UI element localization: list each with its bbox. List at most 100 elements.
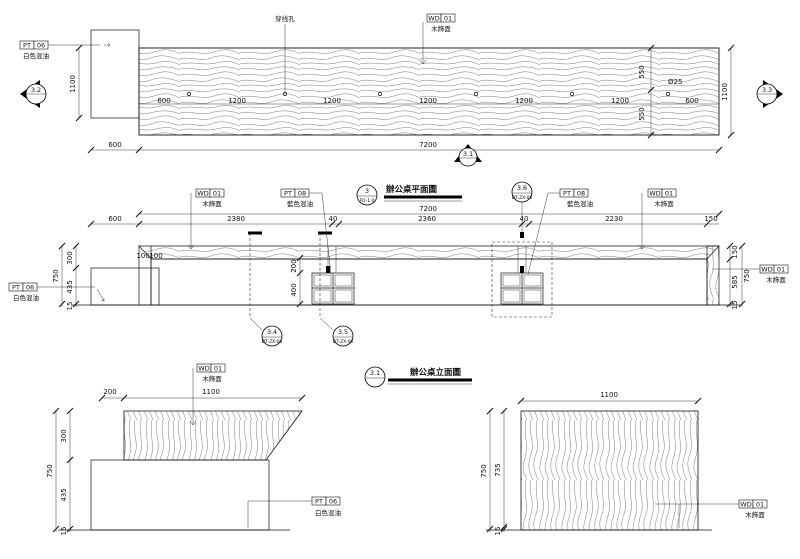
plan-side-dim: 600 — [108, 141, 121, 149]
secr-h735: 735 — [494, 463, 502, 476]
cable-hole — [666, 92, 670, 96]
elev-cabinet-1 — [311, 272, 355, 305]
plan-desk-top — [138, 47, 720, 136]
section-right: 1100 735 15 750 WD 01 木飾面 — [480, 391, 768, 536]
section-marker-3-2: 3.2 — [20, 80, 47, 108]
elev-drawer-dim: 200 — [290, 259, 298, 272]
tag-desc: 木飾面 — [202, 374, 222, 383]
elev-left-dim: 600 — [108, 215, 121, 223]
tag-desc: 木飾面 — [431, 24, 451, 33]
bubble-num: 3.4 — [267, 328, 277, 336]
detail-bubble-3-4: 3.4 DT-ZX-06 — [261, 325, 283, 347]
tag-code: WD — [761, 266, 772, 274]
elev-cabinet-dim: 400 — [290, 283, 298, 296]
secr-w1100: 1100 — [600, 391, 618, 399]
tag-num: 01 — [213, 190, 221, 198]
elev-h-base: 15 — [66, 302, 74, 311]
secl-h435: 435 — [60, 488, 68, 501]
plan-wood-tag: WD 01 木飾面 — [419, 13, 456, 65]
tag-desc: 白色混油 — [13, 293, 39, 302]
secr-panel — [520, 410, 699, 531]
plan-white-tag: PT 06 白色混油 — [19, 40, 100, 60]
tag-num: 01 — [444, 15, 452, 23]
elev-blue-tag-right: PT 08 藍色混油 — [527, 188, 593, 275]
plan-view: 600 1200 1200 1200 1200 1200 600 穿线孔 Ø25… — [19, 13, 783, 206]
tag-num: 01 — [214, 365, 222, 373]
tag-code: WD — [197, 190, 208, 198]
elev-seg-dim: 150 — [704, 215, 717, 223]
elev-seg-dim: 2230 — [605, 215, 623, 223]
plan-seg-dim: 600 — [685, 97, 698, 105]
elev-wood-tag-far-right: WD 01 木飾面 — [712, 264, 789, 284]
tag-desc: 木飾面 — [202, 199, 222, 208]
plan-seg-dim: 1200 — [515, 97, 533, 105]
cable-hole — [187, 92, 191, 96]
tag-num: 01 — [756, 501, 764, 509]
elev-total-dim: 7200 — [419, 205, 437, 213]
tag-code: WD — [740, 501, 751, 509]
plan-half-dim-a: 550 — [638, 65, 646, 78]
tag-num: 06 — [329, 498, 337, 506]
bubble-ref: DT-ZX-06 — [262, 339, 283, 345]
elev-top-band — [138, 245, 720, 260]
plan-total-dim: 7200 — [419, 141, 437, 149]
plan-seg-dim: 1200 — [419, 97, 437, 105]
plan-left-cabinet — [90, 29, 140, 119]
secl-lower-body — [90, 459, 270, 531]
tag-desc: 木飾面 — [745, 510, 765, 519]
tag-desc: 藍色混油 — [567, 199, 593, 208]
section-marker-3-3: 3.3 — [756, 80, 783, 108]
bubble-ref: FD-1.0 — [360, 198, 375, 204]
elev-r-150: 150 — [731, 245, 739, 258]
secl-h750: 750 — [46, 464, 54, 477]
elev-r-585: 585 — [731, 275, 739, 288]
tag-num: 06 — [37, 42, 45, 50]
tag-num: 08 — [577, 190, 585, 198]
tag-num: 06 — [26, 284, 34, 292]
secr-h15: 15 — [494, 527, 502, 536]
detail-bubble-3-6: 3.6 DT-ZX-06 — [511, 181, 533, 203]
tag-desc: 藍色混油 — [287, 199, 313, 208]
elev-small-dim: 100 — [149, 252, 162, 260]
elev-r-750: 750 — [743, 269, 751, 282]
cable-hole — [474, 92, 478, 96]
tag-desc: 白色混油 — [315, 508, 341, 517]
secl-top-slab — [123, 410, 303, 461]
secl-w200: 200 — [103, 388, 116, 396]
elevation-view: 600 7200 2380 40 2360 40 2230 150 100 10… — [8, 181, 789, 388]
secl-wood-tag: WD 01 木飾面 — [189, 363, 226, 426]
plan-half-dim-b: 550 — [638, 107, 646, 120]
hole-diameter: Ø25 — [668, 78, 682, 86]
tag-desc: 木飾面 — [654, 199, 674, 208]
cable-hole-markers — [187, 92, 670, 96]
tag-code: PT — [284, 190, 292, 198]
bubble-num: 3.3 — [762, 86, 772, 94]
secl-white-tag: PT 06 白色混油 — [247, 496, 341, 528]
secl-w1100: 1100 — [202, 388, 220, 396]
tag-code: PT — [12, 284, 20, 292]
plan-seg-dim: 1200 — [323, 97, 341, 105]
elev-wood-tag-left: WD 01 木飾面 — [187, 188, 225, 250]
elev-h-top: 300 — [66, 251, 74, 264]
secl-h300: 300 — [60, 429, 68, 442]
plan-right-depth-dim: 1100 — [721, 83, 729, 101]
tag-num: 08 — [298, 190, 306, 198]
bubble-ref: DT-ZX-06 — [512, 195, 533, 201]
bubble-ref: DT-ZX-06 — [333, 339, 354, 345]
elev-wood-tag-right: WD 01 木飾面 — [638, 188, 677, 250]
elev-body — [150, 258, 708, 306]
elevation-marker-3-1: 3.1 — [454, 144, 482, 167]
elev-blue-tag-left: PT 08 藍色混油 — [280, 188, 332, 275]
bubble-num: 3.1 — [370, 369, 380, 377]
elev-r-15: 15 — [731, 301, 739, 310]
tag-num: 01 — [777, 266, 785, 274]
tag-desc: 白色混油 — [23, 51, 49, 60]
cable-hole-label: 穿线孔 — [275, 14, 295, 23]
detail-bubble-3-5: 3.5 DT-ZX-06 — [332, 325, 354, 347]
elev-cabinet-2 — [500, 272, 544, 305]
secr-h750: 750 — [480, 464, 488, 477]
plan-depth-dim: 1100 — [69, 75, 77, 93]
elevation-title: 辦公桌立面圖 — [410, 367, 461, 378]
tag-code: WD — [649, 190, 660, 198]
